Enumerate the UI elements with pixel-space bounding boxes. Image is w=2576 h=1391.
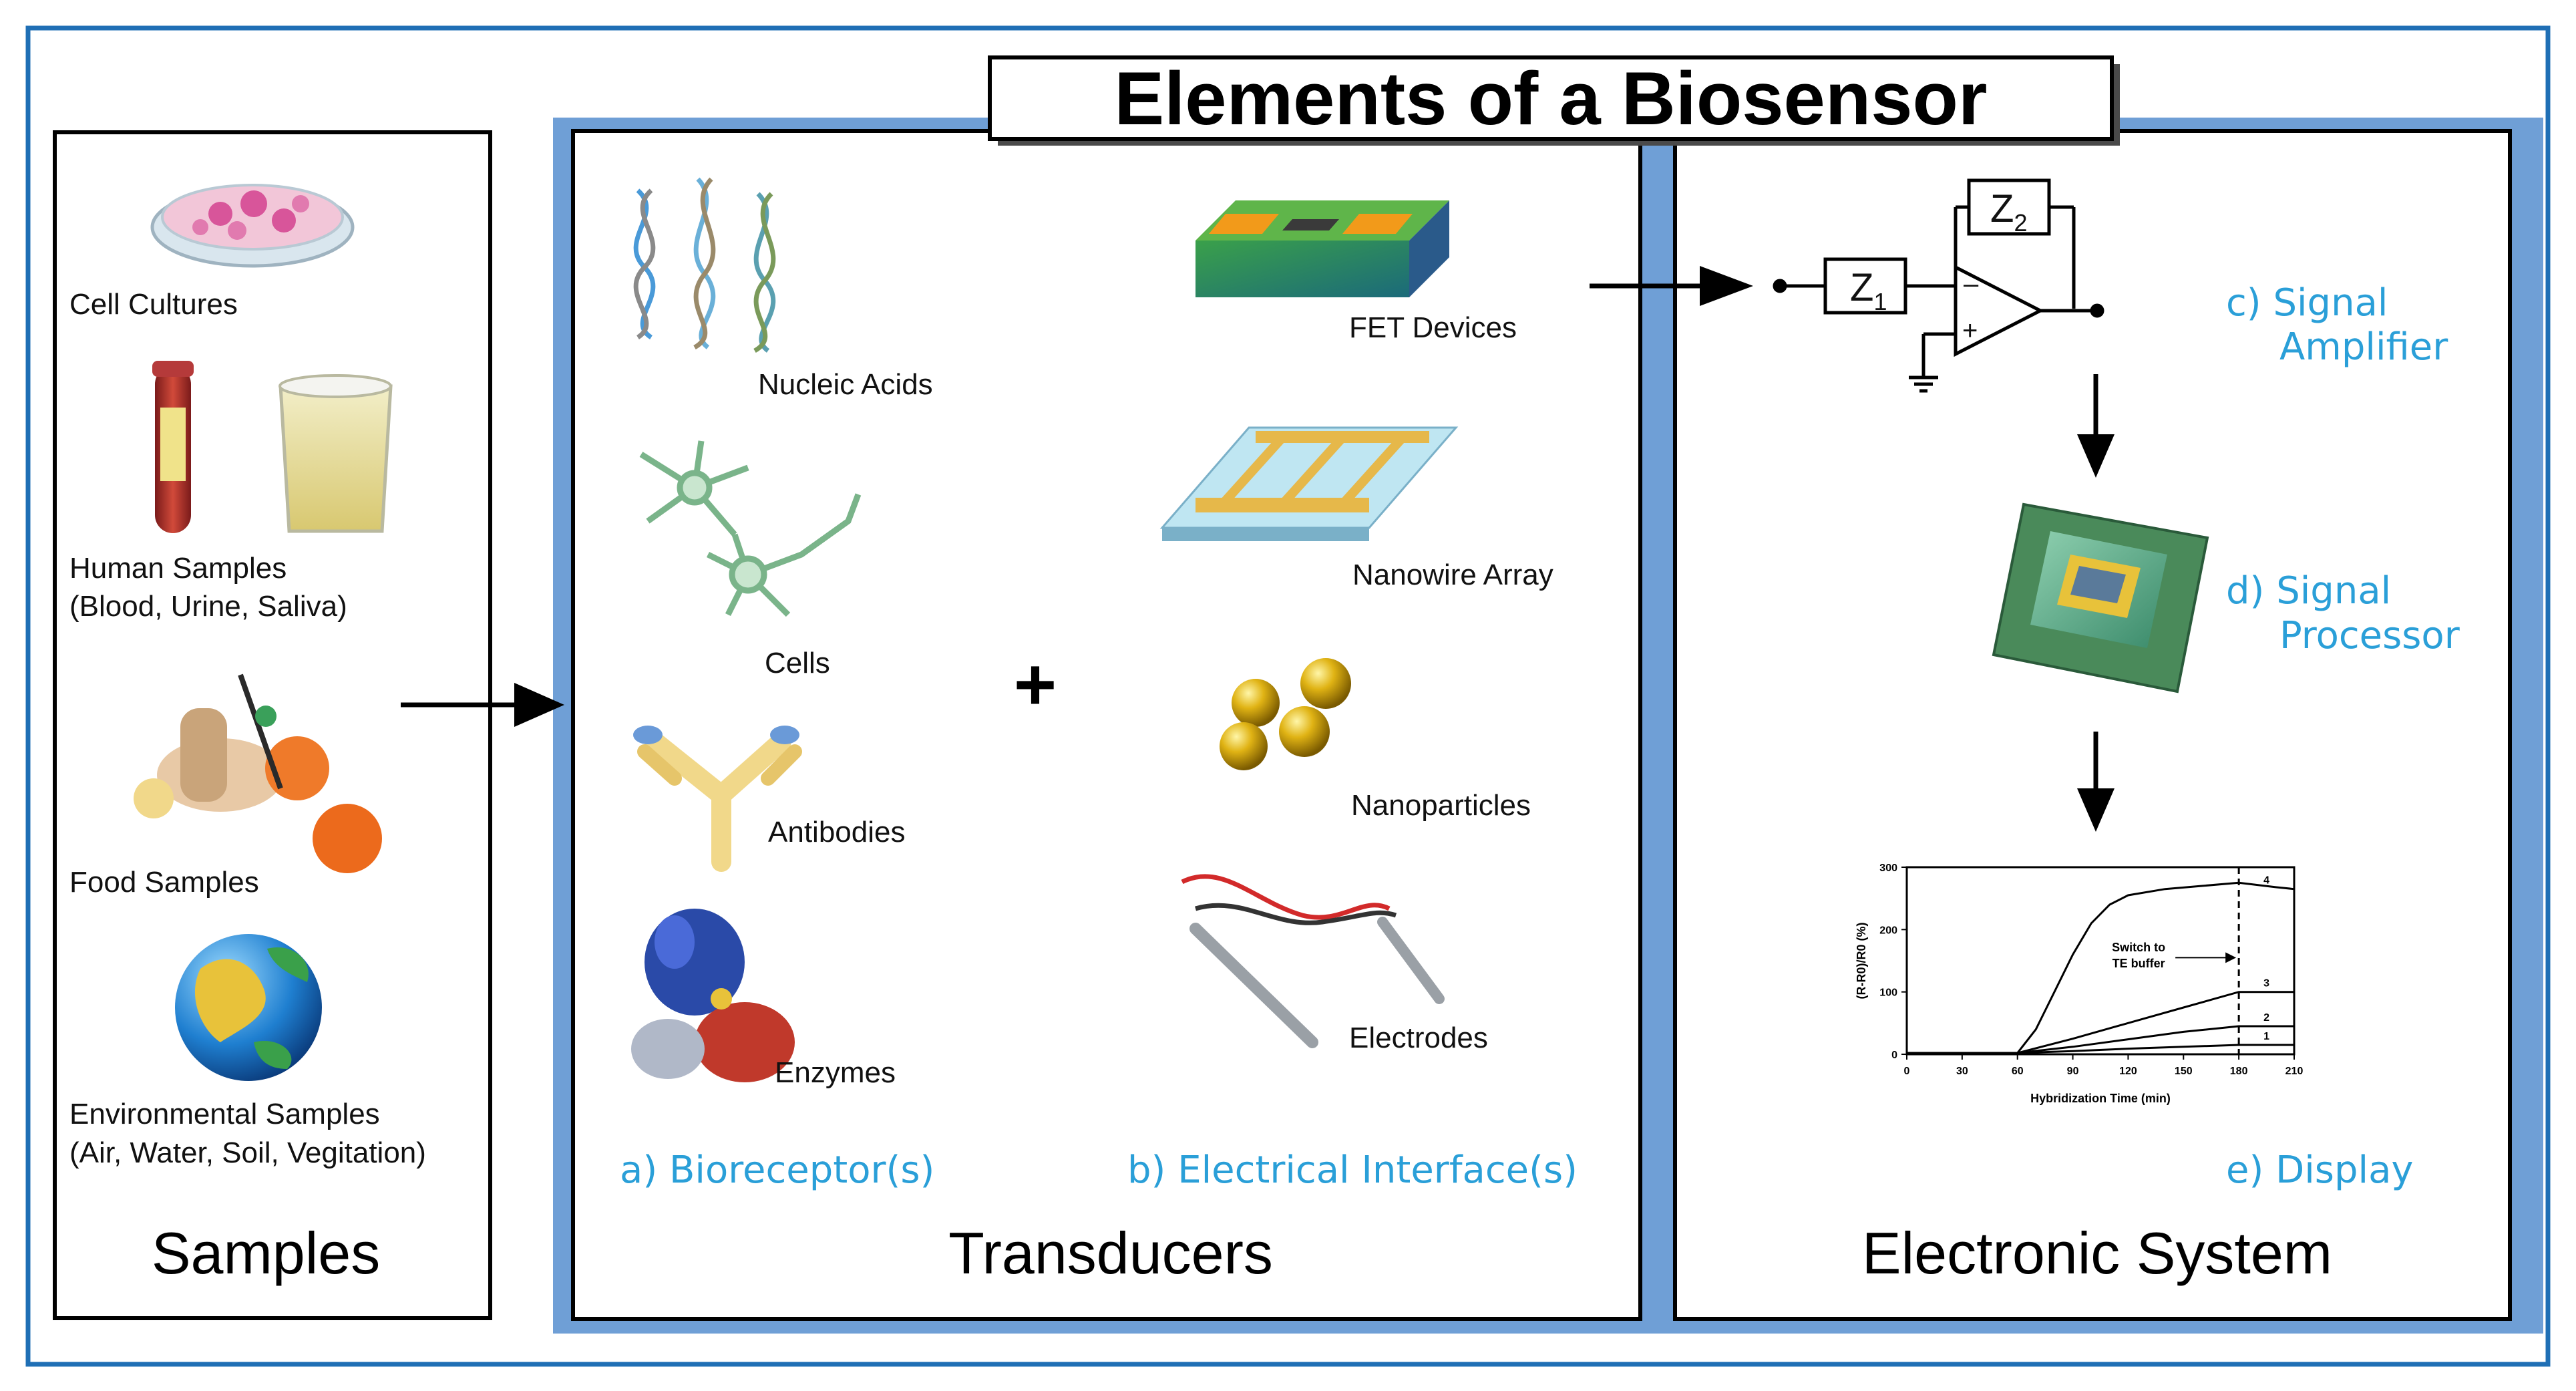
chart-y-tick-label: 200 (1879, 925, 1897, 936)
chart-x-tick-label: 180 (2230, 1066, 2248, 1077)
petri-dish-icon (150, 184, 355, 268)
bioreceptor-label-cells: Cells (765, 647, 830, 679)
caption-bioreceptors: a) Bioreceptor(s) (620, 1148, 934, 1192)
amplifier-circuit (1773, 178, 2104, 393)
opamp-minus-label: – (1964, 269, 1979, 299)
chart-x-tick-label: 0 (1904, 1066, 1910, 1077)
chart-series-label-1: 1 (2263, 1031, 2269, 1042)
chart-annotation-arrowhead (2225, 952, 2237, 963)
chart-x-tick-label: 150 (2175, 1066, 2193, 1077)
processor-chip-icon (1992, 502, 2209, 693)
processor-label-line1: d) Signal (2226, 569, 2391, 613)
sample-label-human-detail: (Blood, Urine, Saliva) (69, 590, 347, 623)
nanoparticles-icon (1220, 658, 1351, 770)
nanowire-array-icon (1159, 426, 1459, 541)
urine-cup-icon (279, 374, 393, 533)
samples-box (53, 130, 492, 1320)
chart-x-tick-label: 30 (1956, 1066, 1968, 1077)
sample-label-cell-cultures: Cell Cultures (69, 288, 238, 321)
fet-device-icon (1195, 200, 1449, 297)
chart-series-label-2: 2 (2263, 1012, 2269, 1024)
outer-frame (25, 25, 2551, 1367)
impedance-z2-label: Z2 (1990, 187, 2027, 237)
food-icon (134, 673, 382, 873)
bioreceptor-label-nucleic-acids: Nucleic Acids (758, 368, 933, 401)
arrow-processor-to-display-head (2077, 788, 2114, 832)
chart-x-tick-label: 120 (2119, 1066, 2137, 1077)
arrow-samples-head (514, 683, 564, 727)
arrow-amp-to-processor-head (2077, 434, 2114, 478)
interface-label-nanowire: Nanowire Array (1352, 559, 1553, 591)
sample-label-environmental-detail: (Air, Water, Soil, Vegitation) (69, 1136, 426, 1169)
blood-tube-icon (152, 361, 194, 533)
diagram-title: Elements of a Biosensor (1114, 57, 1987, 140)
chart-y-tick-label: 300 (1879, 863, 1897, 874)
sample-label-human: Human Samples (69, 552, 287, 585)
interface-label-electrodes: Electrodes (1349, 1022, 1488, 1054)
chart-x-tick-label: 90 (2067, 1066, 2079, 1077)
transducers-box (571, 129, 1642, 1321)
chart-series-line-4 (1907, 881, 2295, 1054)
dna-icon (633, 177, 776, 353)
plus-sign: + (1014, 643, 1057, 726)
processor-label-line2: Processor (2279, 614, 2460, 657)
arrow-transducers-head (1700, 266, 1753, 306)
interface-label-fet: FET Devices (1349, 311, 1517, 344)
display-chart: 0 30 60 90 120 150 180 210 0 100 200 300Hybridizati… (1855, 863, 2303, 1105)
display-label: e) Display (2226, 1148, 2414, 1192)
chart-series-label-4: 4 (2263, 875, 2269, 887)
samples-heading: Samples (152, 1220, 380, 1286)
chart-x-tick-label: 60 (2012, 1066, 2024, 1077)
chart-x-axis-label: Hybridization Time (min) (2030, 1092, 2171, 1105)
chart-series-line-1 (1907, 1044, 2294, 1054)
caption-interfaces: b) Electrical Interface(s) (1127, 1148, 1578, 1192)
amplifier-label-line1: c) Signal (2226, 281, 2388, 325)
impedance-z1-label: Z1 (1850, 266, 1887, 315)
chart-y-axis-label: (R-R0)/R0 (%) (1855, 922, 1868, 999)
chart-y-tick-label: 0 (1891, 1050, 1897, 1061)
opamp-plus-label: + (1962, 316, 1978, 345)
chart-series-label-3: 3 (2263, 978, 2269, 989)
antibody-icon (633, 726, 802, 872)
amplifier-label-line2: Amplifier (2279, 325, 2448, 369)
title-box (988, 55, 2114, 141)
chart-x-tick-label: 210 (2285, 1066, 2304, 1077)
chart-annotation-text: Switch to (2112, 941, 2165, 954)
neuron-cells-icon (639, 440, 862, 617)
bioreceptor-label-enzymes: Enzymes (775, 1056, 896, 1089)
chart-annotation-text: TE buffer (2112, 957, 2165, 970)
interface-label-nanoparticles: Nanoparticles (1351, 789, 1531, 822)
bioreceptor-label-antibodies: Antibodies (768, 816, 905, 848)
chart-y-tick-label: 100 (1879, 987, 1897, 999)
sample-label-food: Food Samples (69, 866, 259, 899)
globe-icon (175, 934, 322, 1081)
transducers-heading: Transducers (948, 1220, 1273, 1286)
electronic-system-heading: Electronic System (1862, 1220, 2332, 1286)
electrodes-icon (1181, 874, 1445, 1048)
enzyme-icon (631, 909, 795, 1082)
sample-label-environmental: Environmental Samples (69, 1098, 380, 1130)
